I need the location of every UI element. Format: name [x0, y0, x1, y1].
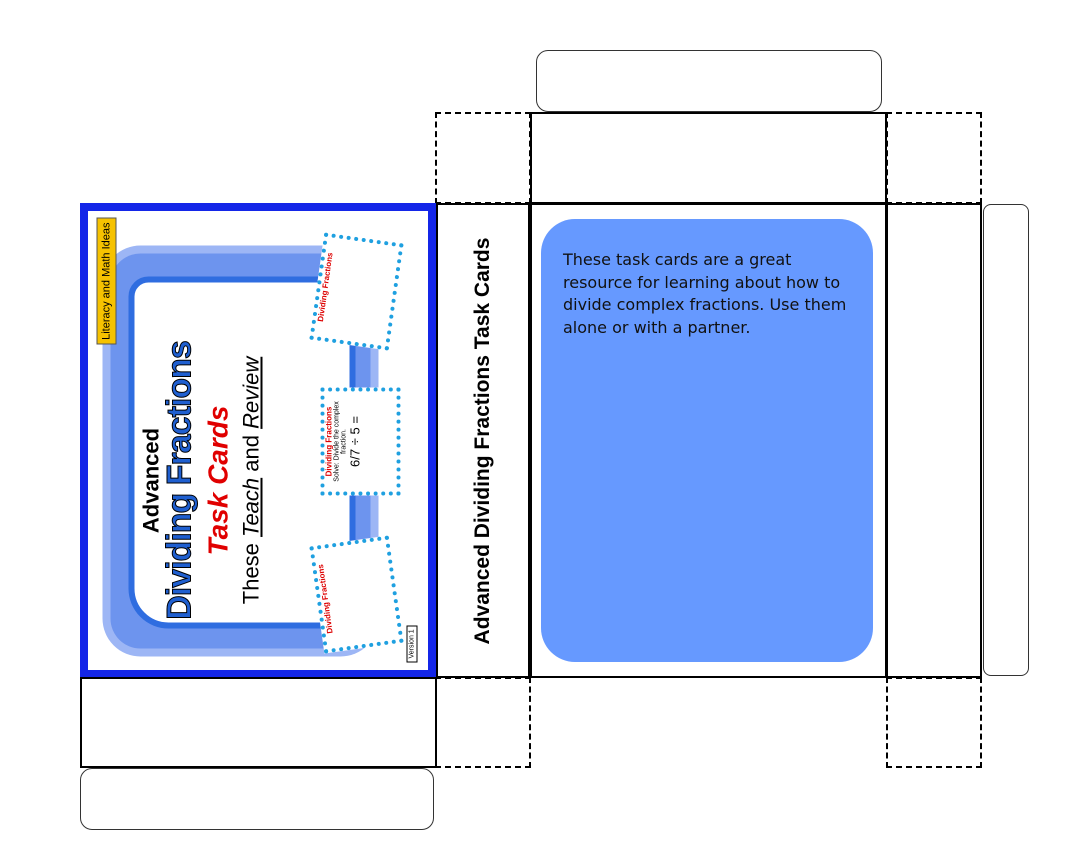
spine-title: Advanced Dividing Fractions Task Cards — [471, 237, 494, 644]
top-left-flap — [435, 112, 531, 204]
bottom-left-flap — [435, 677, 531, 768]
front-cover: Literacy and Math Ideas Advanced Dividin… — [80, 203, 436, 678]
version-label: Version 1 — [406, 624, 417, 662]
publisher-badge: Literacy and Math Ideas — [96, 217, 116, 345]
tagline: These Teach and Review — [238, 356, 263, 604]
subtitle: Task Cards — [202, 405, 233, 555]
spine-panel: Advanced Dividing Fractions Task Cards — [436, 203, 530, 678]
bottom-panel — [80, 677, 437, 768]
bottom-glue-tab — [80, 768, 434, 830]
right-side-panel — [886, 203, 982, 678]
top-panel — [530, 112, 887, 204]
sample-card: Dividing Fractions — [308, 534, 404, 654]
top-glue-tab — [536, 50, 882, 112]
description-box: These task cards are a great resource fo… — [541, 219, 873, 662]
top-right-flap — [886, 112, 982, 204]
sample-card: Dividing Fractions — [308, 231, 404, 351]
right-glue-tab — [983, 204, 1029, 676]
bottom-right-flap — [886, 677, 982, 768]
title-main: Dividing Fractions — [160, 340, 199, 620]
